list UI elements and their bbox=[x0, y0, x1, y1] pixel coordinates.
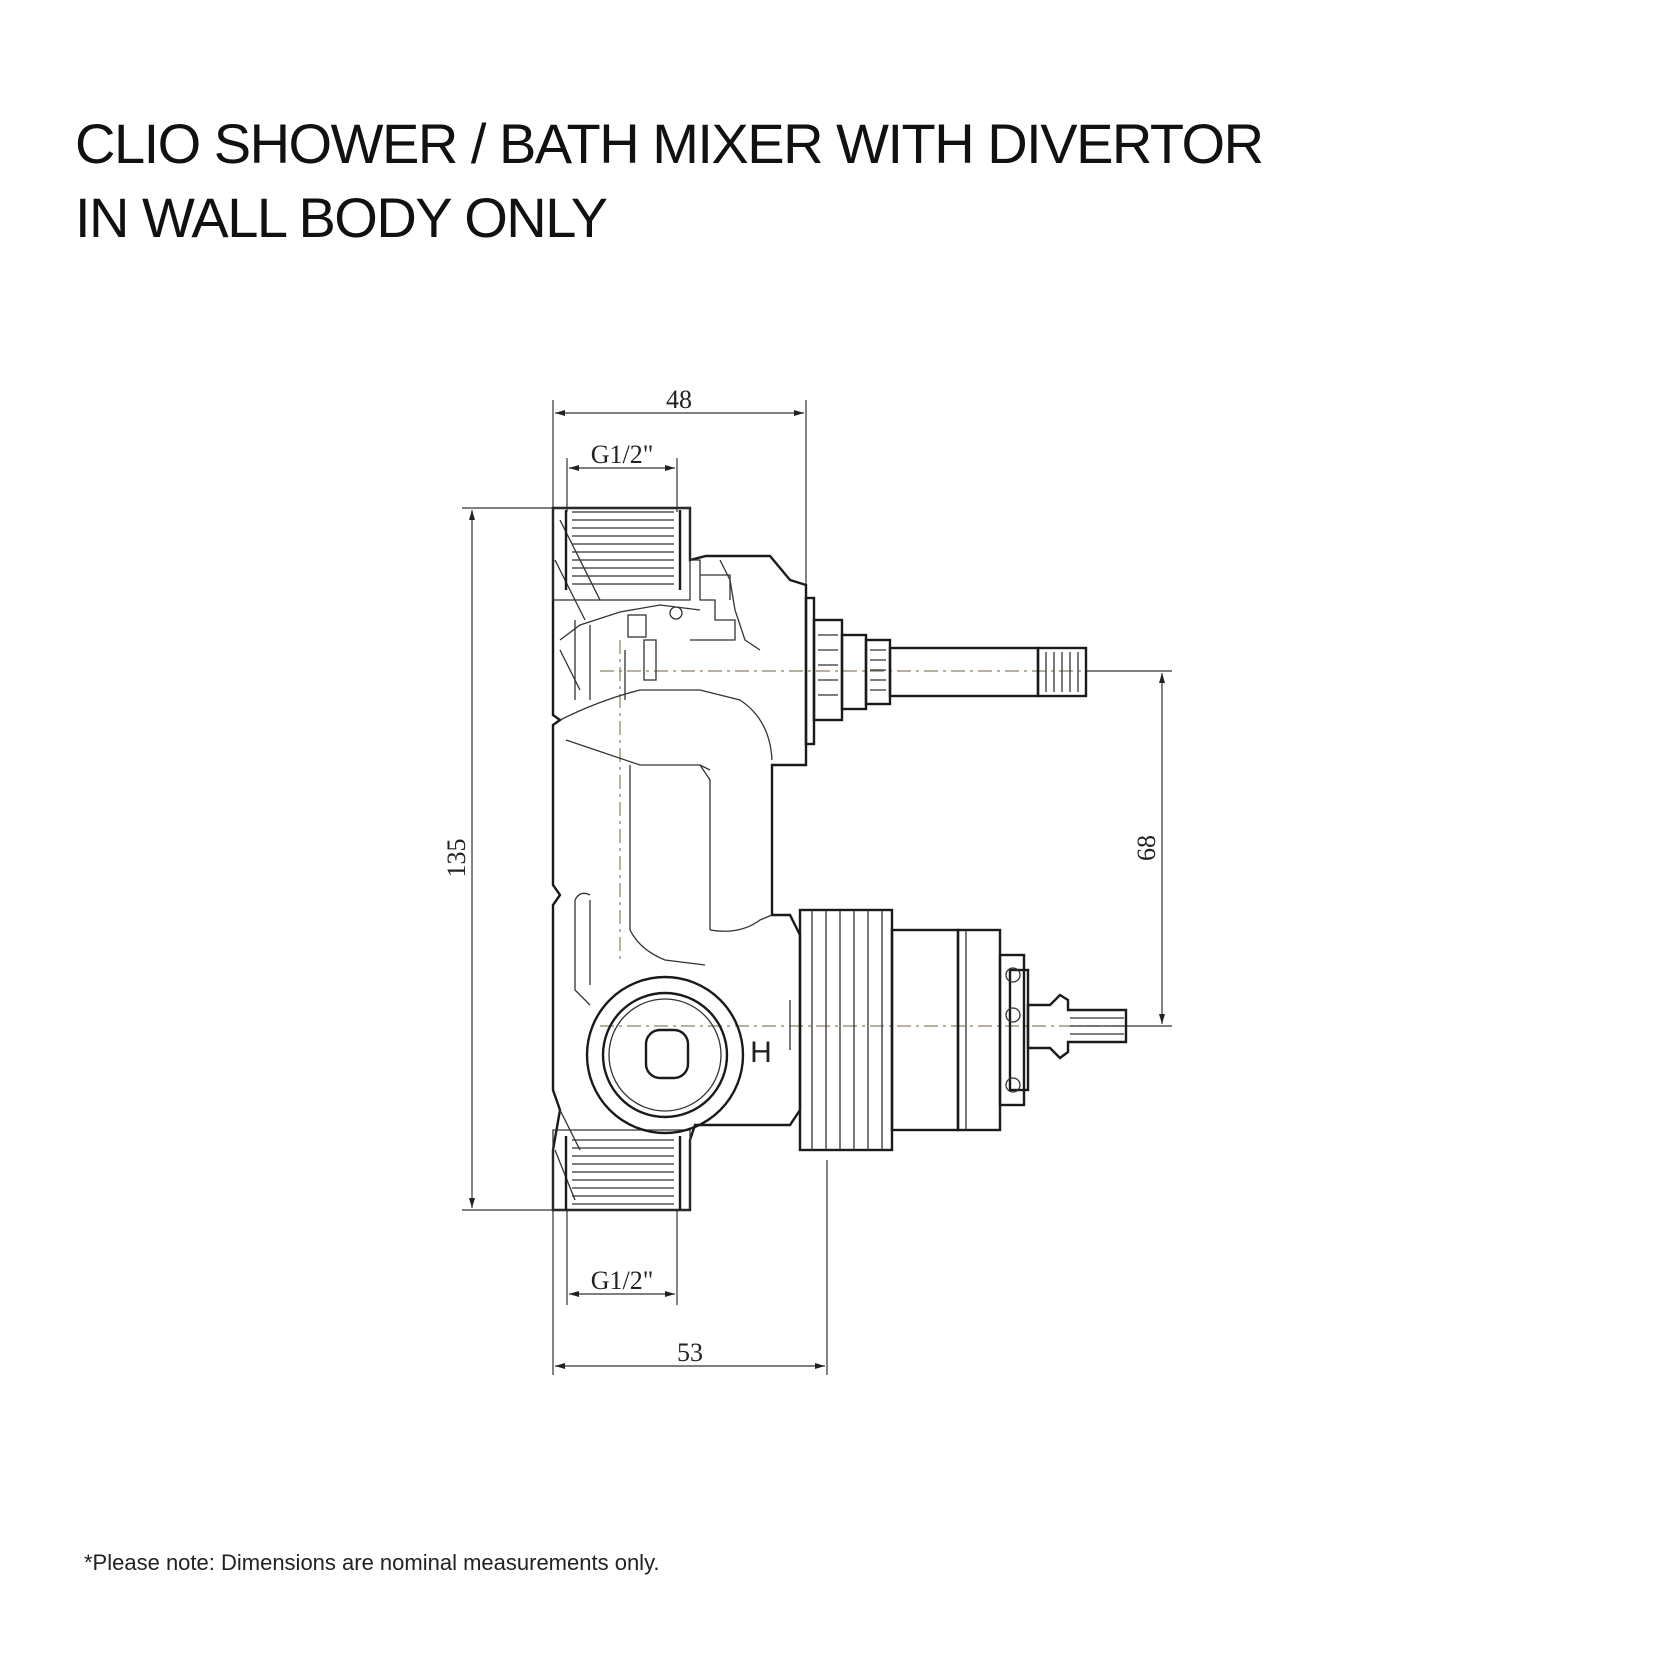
center-lines bbox=[600, 640, 1122, 1027]
title-line-1: CLIO SHOWER / BATH MIXER WITH DIVERTOR bbox=[75, 112, 1264, 175]
footnote: *Please note: Dimensions are nominal mea… bbox=[84, 1550, 660, 1575]
dim-bottom-width: 53 bbox=[677, 1338, 703, 1367]
dim-bottom-thread: G1/2" bbox=[591, 1266, 654, 1295]
title-line-2: IN WALL BODY ONLY bbox=[75, 186, 608, 249]
dim-top-thread: G1/2" bbox=[591, 440, 654, 469]
inlet-port bbox=[585, 975, 745, 1135]
dim-top-width: 48 bbox=[666, 385, 692, 414]
dim-height: 135 bbox=[442, 839, 471, 878]
divertor-spindle bbox=[804, 596, 1088, 746]
dimension-lines bbox=[462, 400, 1172, 1375]
bottom-thread bbox=[564, 1136, 682, 1210]
valve-body: H bbox=[551, 506, 808, 1212]
hot-marking: H bbox=[750, 1036, 772, 1069]
top-thread bbox=[564, 510, 682, 590]
mixer-cartridge bbox=[798, 908, 1128, 1152]
dim-spindle-spacing: 68 bbox=[1132, 835, 1161, 861]
